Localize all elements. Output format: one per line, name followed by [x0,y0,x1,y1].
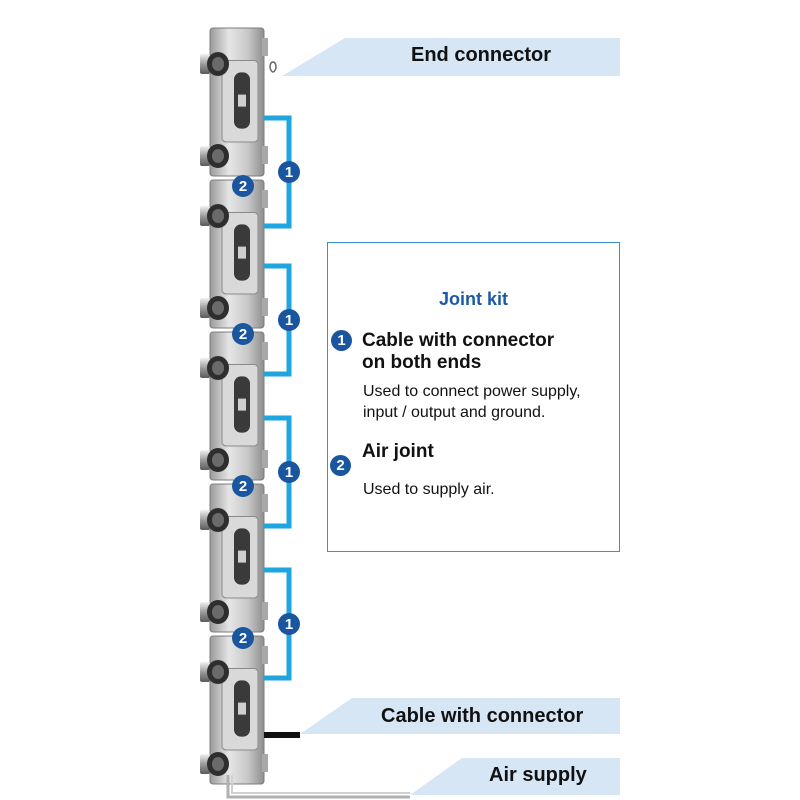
module-tab-top [262,646,268,664]
end-connector-banner [282,38,620,76]
item-2-desc: Used to supply air. [363,481,495,498]
joint-kit-title: Joint kit [438,289,508,309]
cable-connector-banner [300,698,620,734]
cable-badge-2-circle [278,309,300,331]
air-supply-banner [410,758,620,795]
module-tab-bottom [262,298,268,316]
module-fitting-top-port [212,665,224,679]
air-joint-badge-1-circle [232,175,254,197]
module-label [238,550,246,563]
cable-badge-2: 1 [278,309,300,331]
module-fitting-bottom-collar [200,602,210,622]
joint-kit-panel: Joint kit 1 Cable with connector on both… [327,242,620,552]
air-joint-badge-3-text: 2 [239,478,247,495]
item-2-title: Air joint [362,441,434,462]
module-tab-top [262,190,268,208]
module-fitting-top-port [212,209,224,223]
module-tab-bottom [262,754,268,772]
air-supply-tube [226,775,410,799]
module-fitting-top-port [212,513,224,527]
module-fitting-bottom-collar [200,298,210,318]
valve-module-2 [200,179,268,329]
valve-module-5 [200,635,268,785]
module-fitting-bottom-collar [200,450,210,470]
valve-module-4 [200,483,268,633]
item-1-title-line1: Cable with connector [362,330,555,351]
module-fitting-top-collar [200,358,210,378]
cable-with-connector-lead [264,732,300,738]
cable-group: 1 2 1 2 1 2 1 2 [232,115,300,681]
module-fitting-bottom-port [212,757,224,771]
module-fitting-top [200,52,229,76]
air-joint-badge-4: 2 [232,627,254,649]
air-supply-label: Air supply [489,764,587,786]
item-2-badge: 2 [330,455,351,476]
item-1-desc-line1: Used to connect power supply, [363,383,581,400]
air-joint-badge-1: 2 [232,175,254,197]
module-fitting-bottom-collar [200,754,210,774]
module-fitting-top-collar [200,510,210,530]
module-fitting-top [200,204,229,228]
module-fitting-bottom-port [212,605,224,619]
cable-badge-1-circle [278,161,300,183]
module-fitting-bottom-port [212,301,224,315]
end-connector-clip [269,61,277,73]
module-fitting-top [200,508,229,532]
module-fitting-top-collar [200,54,210,74]
module-fitting-top-collar [200,662,210,682]
module-fitting-top-port [212,361,224,375]
module-fitting-top-collar [200,206,210,226]
module-stack [200,27,268,785]
module-fitting-bottom [200,144,229,168]
cable-badge-4: 1 [278,613,300,635]
module-tab-top [262,494,268,512]
air-joint-badge-1-text: 2 [239,178,247,195]
module-tab-bottom [262,146,268,164]
module-tab-bottom [262,450,268,468]
air-joint-badge-3-circle [232,475,254,497]
air-joint-badge-2-text: 2 [239,326,247,343]
cable-badge-3-text: 1 [285,464,293,481]
valve-module-3 [200,331,268,481]
module-fitting-top [200,660,229,684]
cable-badge-1-text: 1 [285,164,293,181]
cable-with-connector-label: Cable with connector [381,705,584,727]
air-joint-badge-2: 2 [232,323,254,345]
module-fitting-bottom [200,448,229,472]
air-joint-badge-3: 2 [232,475,254,497]
module-label [238,398,246,411]
module-label [238,702,246,715]
module-fitting-bottom [200,296,229,320]
end-connector-label: End connector [411,44,552,66]
module-fitting-bottom-collar [200,146,210,166]
air-joint-badge-2-circle [232,323,254,345]
module-fitting-bottom [200,752,229,776]
module-fitting-top [200,356,229,380]
item-1-badge: 1 [331,330,352,351]
module-tab-bottom [262,602,268,620]
module-fitting-bottom-port [212,453,224,467]
module-fitting-bottom-port [212,149,224,163]
item-1-title-line2: on both ends [362,352,482,373]
cable-badge-3: 1 [278,461,300,483]
cable-badge-2-text: 1 [285,312,293,329]
item-1-desc-line2: input / output and ground. [363,404,546,421]
air-joint-badge-4-circle [232,627,254,649]
cable-badge-4-circle [278,613,300,635]
valve-module-1 [200,27,268,177]
air-joint-badge-4-text: 2 [239,630,247,647]
cable-badge-3-circle [278,461,300,483]
module-fitting-bottom [200,600,229,624]
module-tab-top [262,342,268,360]
air-supply-tube-inner [231,775,410,794]
cable-badge-4-text: 1 [285,616,293,633]
module-label [238,246,246,259]
module-tab-top [262,38,268,56]
module-fitting-top-port [212,57,224,71]
cable-badge-1: 1 [278,161,300,183]
module-label [238,94,246,107]
